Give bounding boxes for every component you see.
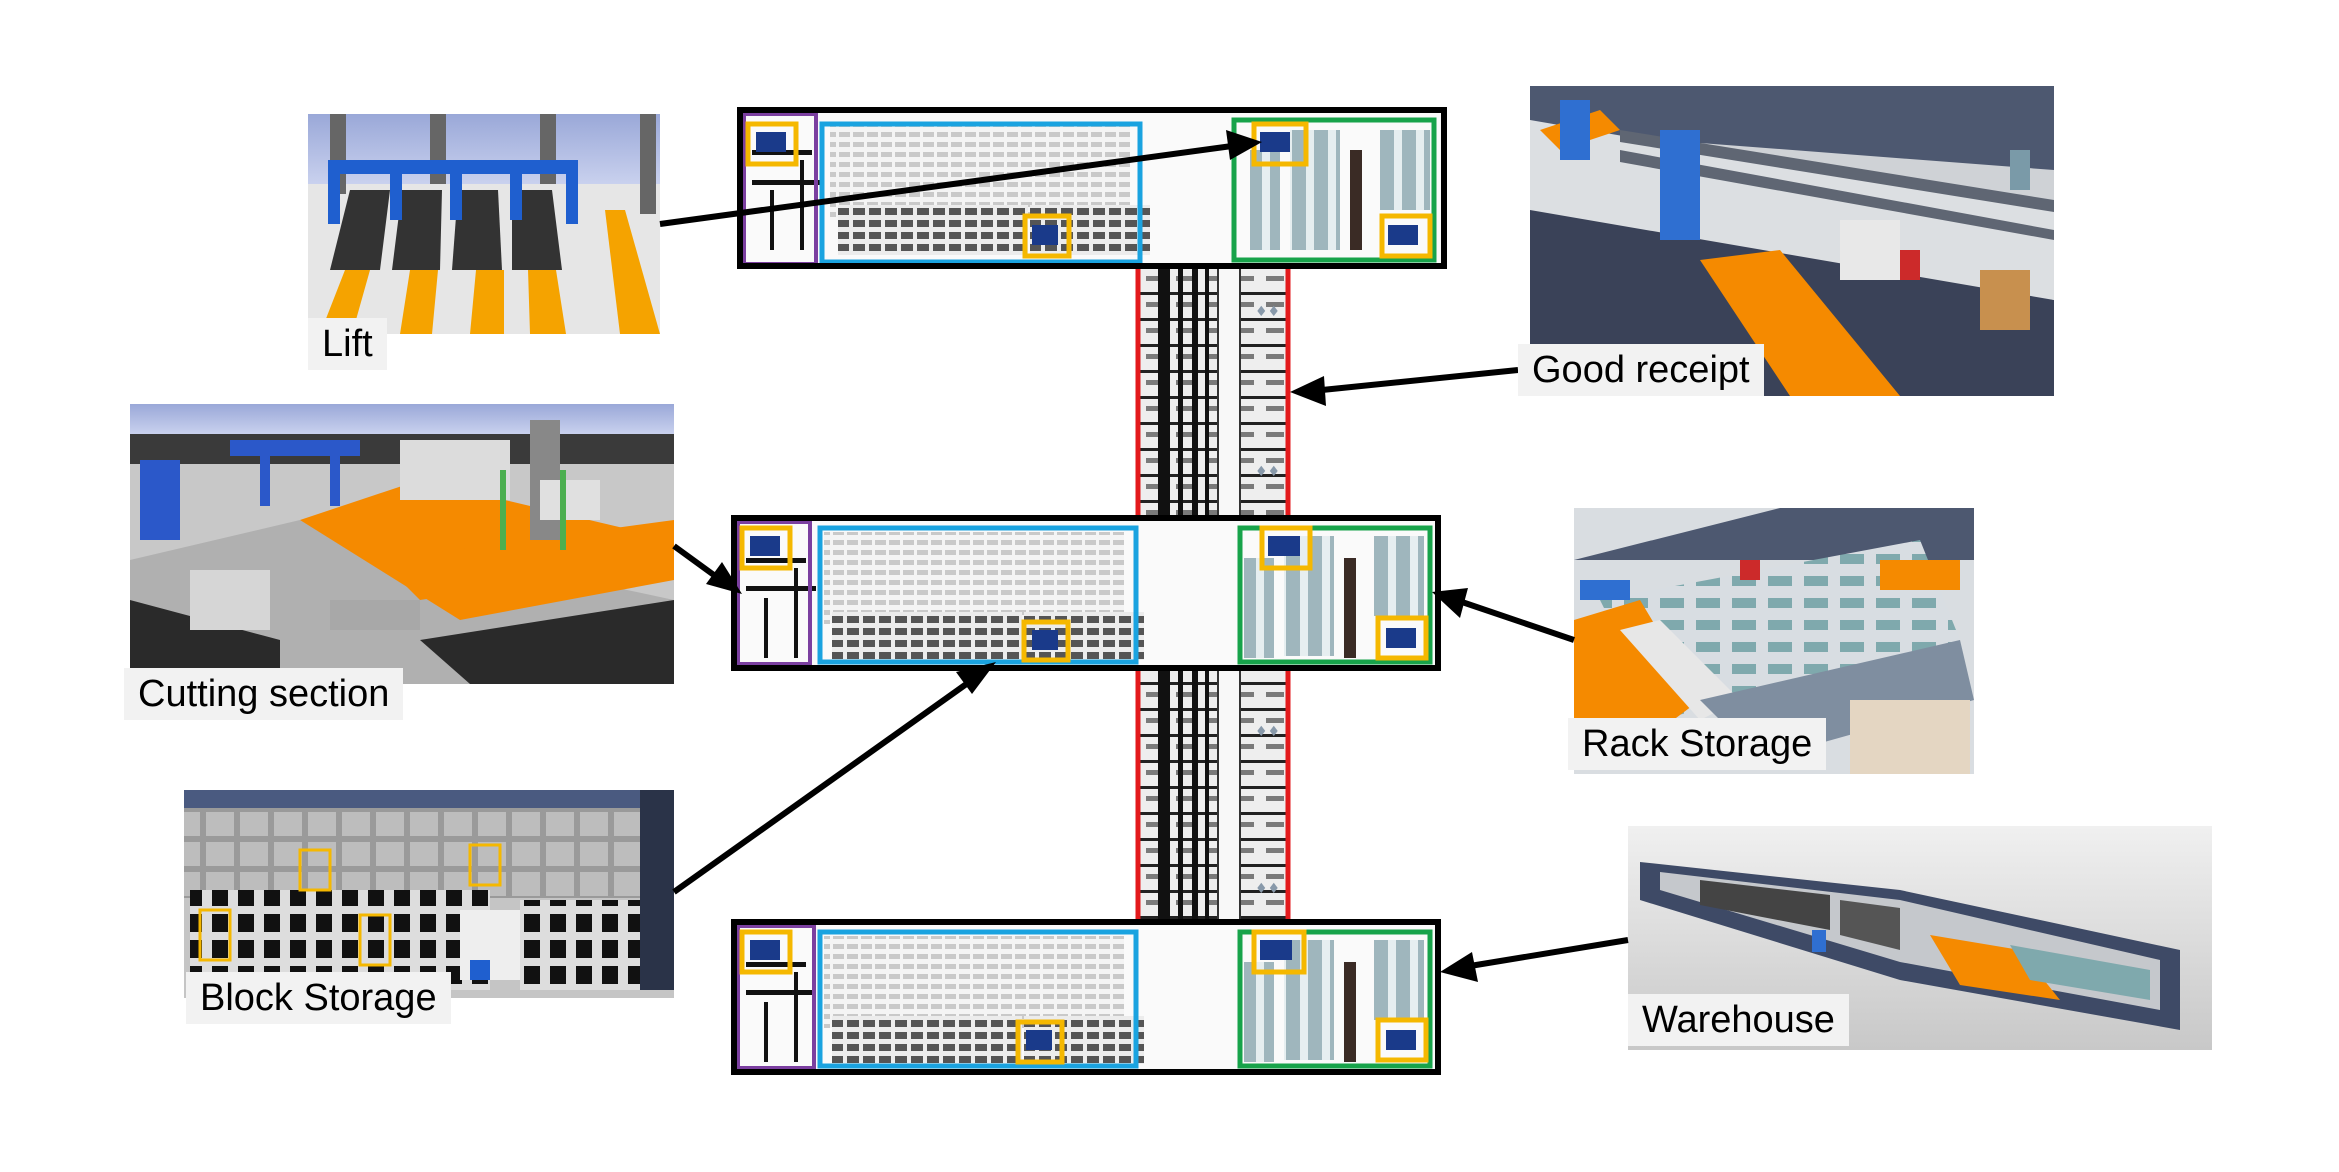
cutting-section-arrow <box>672 543 720 581</box>
rack-storage-arrow <box>1461 599 1575 643</box>
good-receipt-label: Good receipt <box>1518 344 1764 396</box>
block-storage-3d-view <box>184 790 674 998</box>
floor-plan-top <box>737 107 1447 269</box>
svg-text:♦♦: ♦♦ <box>1255 724 1280 740</box>
floor-plan-bottom <box>731 919 1441 1075</box>
warehouse-label: Warehouse <box>1628 994 1849 1046</box>
connector-arrows <box>659 130 1629 982</box>
lift-label: Lift <box>308 318 387 370</box>
good-receipt-arrow <box>1321 367 1519 393</box>
svg-text:♦♦: ♦♦ <box>1255 881 1280 897</box>
svg-text:♦♦: ♦♦ <box>1255 304 1280 320</box>
floor-plan-middle <box>731 515 1441 671</box>
lift-arrow <box>659 143 1233 227</box>
rack-storage-label: Rack Storage <box>1568 718 1827 770</box>
cutting-section-3d-view <box>130 404 674 684</box>
cutting-section-label: Cutting section <box>124 668 404 720</box>
block-storage-arrow <box>672 677 974 895</box>
block-storage-label: Block Storage <box>186 972 451 1024</box>
svg-text:♦♦: ♦♦ <box>1255 464 1280 480</box>
warehouse-arrow <box>1469 937 1629 969</box>
lift-3d-view <box>308 114 660 334</box>
